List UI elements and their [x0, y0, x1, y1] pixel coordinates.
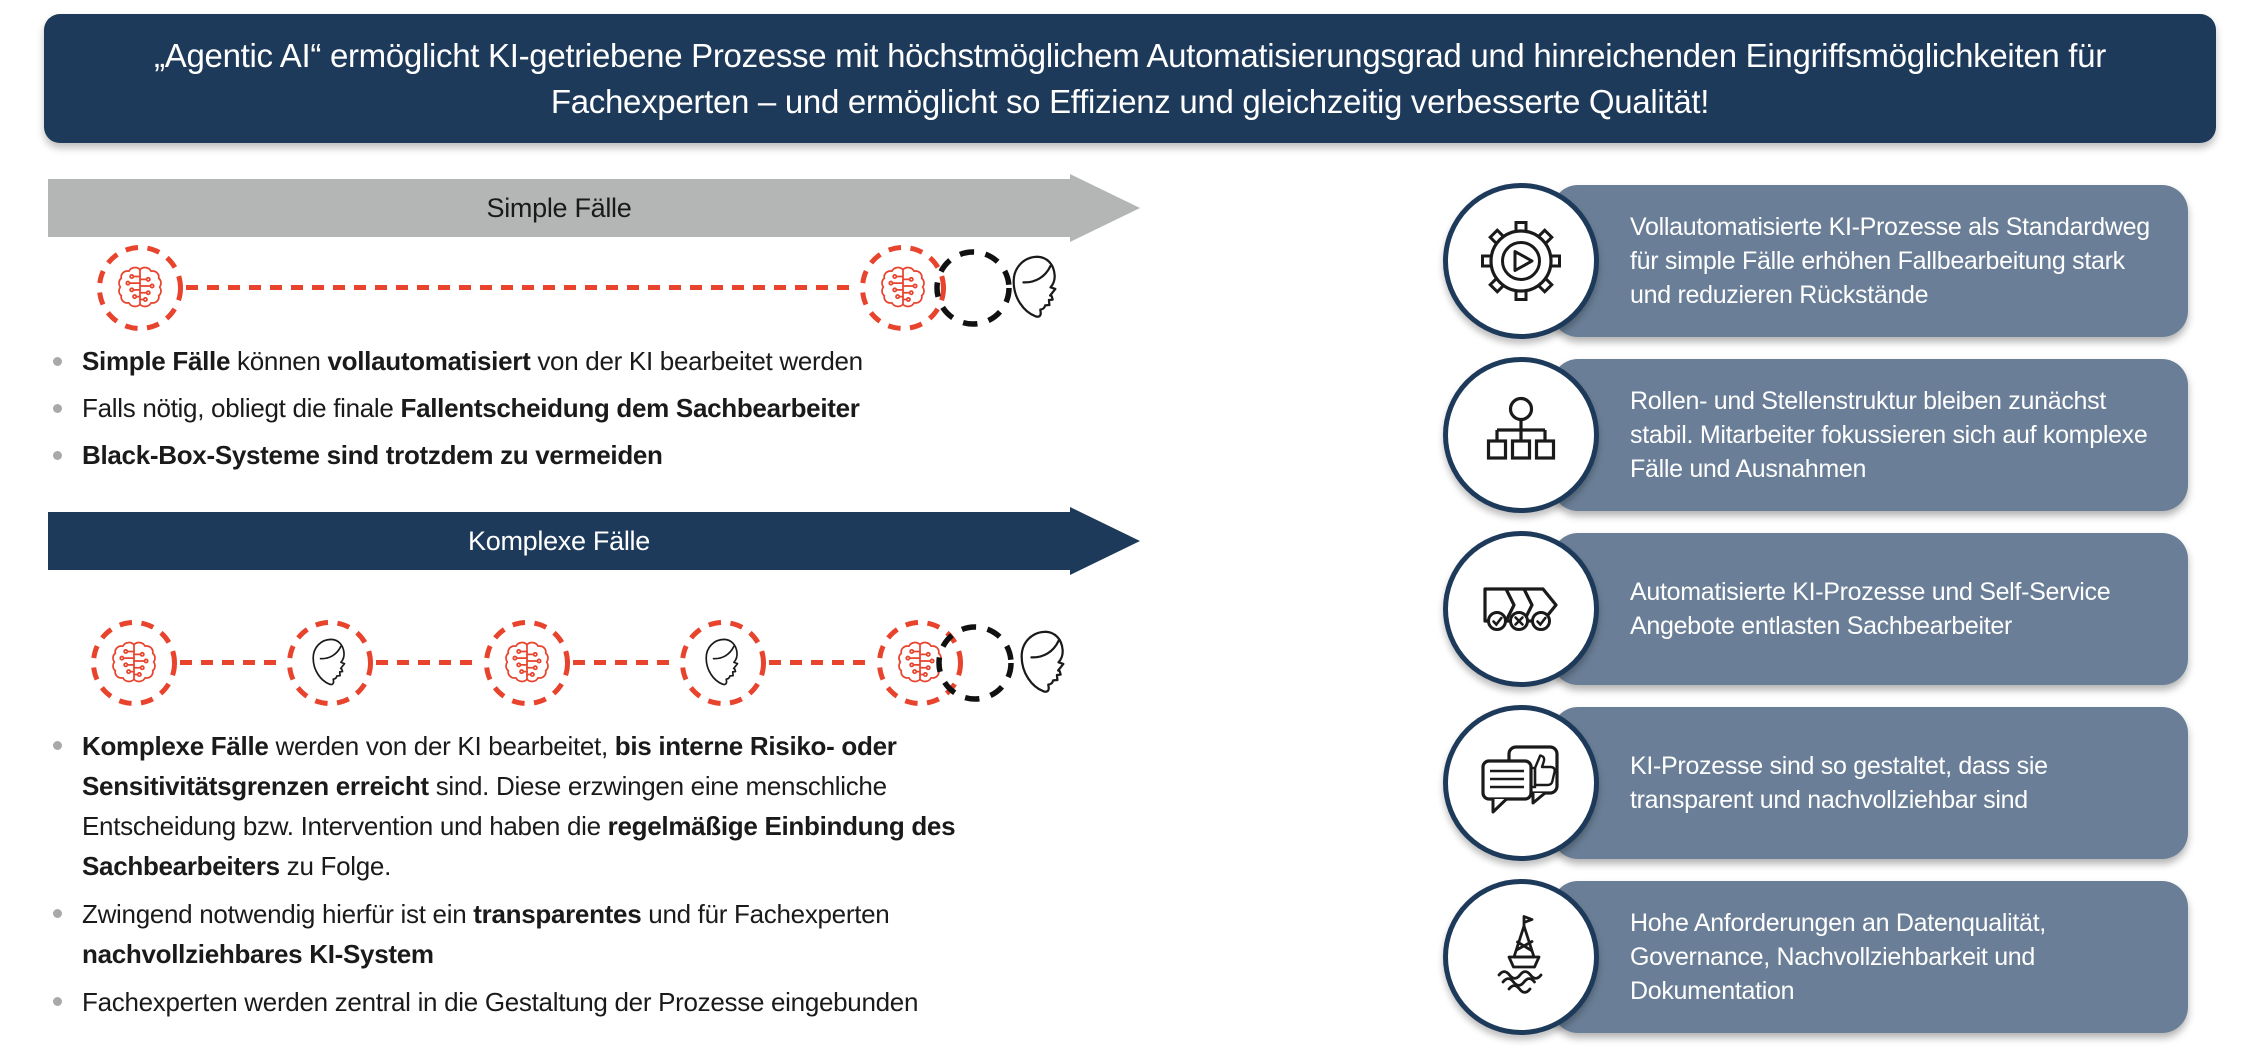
human-node [287, 620, 373, 706]
list-item: Komplexe Fälle werden von der KI bearbei… [50, 726, 1010, 886]
slide-title: „Agentic AI“ ermöglicht KI-getriebene Pr… [154, 36, 2106, 120]
bullet-text-segment: von der KI bearbeitet werden [530, 346, 863, 376]
bullet-list-komplex: Komplexe Fälle werden von der KI bearbei… [50, 726, 1010, 1030]
simple-arrow-body: Simple Fälle [48, 179, 1070, 237]
bullet-text-segment: regelmäßige Einbindung des Sachbearbeite… [82, 811, 956, 881]
card-text: Vollautomatisierte KI-Prozesse als Stand… [1630, 213, 2150, 309]
simple-arrow: Simple Fälle [48, 174, 1140, 242]
org-chart-icon [1473, 387, 1569, 483]
brain-icon [118, 266, 162, 308]
card-text: Automatisierte KI-Prozesse und Self-Serv… [1630, 578, 2111, 640]
bullet-text-segment: Zwingend notwendig hierfür ist ein [82, 899, 474, 929]
ai-node [860, 245, 946, 331]
list-item: Zwingend notwendig hierfür ist ein trans… [50, 894, 1010, 974]
card-icon-circle [1443, 705, 1599, 861]
card-icon-circle [1443, 531, 1599, 687]
bullet-list-simple: Simple Fälle können vollautomatisiert vo… [50, 338, 1110, 479]
card-text: Hohe Anforderungen an Datenqualität, Gov… [1630, 909, 2046, 1005]
bullet-text-segment: zu Folge. [279, 851, 392, 881]
bullet-text-segment: sind. Diese erzwingen eine menschliche E… [82, 771, 887, 841]
human-node [680, 620, 766, 706]
handoff-circle [934, 249, 1012, 327]
bullet-text-segment: Falls nötig, obliegt die finale [82, 393, 401, 423]
header-banner: „Agentic AI“ ermöglicht KI-getriebene Pr… [44, 14, 2216, 143]
list-item: Simple Fälle können vollautomatisiert vo… [50, 338, 1110, 385]
bullet-text-segment: transparentes [473, 899, 642, 929]
komplex-arrow-body: Komplexe Fälle [48, 512, 1070, 570]
benefit-card: Vollautomatisierte KI-Prozesse als Stand… [1552, 185, 2188, 337]
simple-arrow-label: Simple Fälle [486, 192, 632, 223]
ai-node [97, 245, 183, 331]
bullet-text-segment: Komplexe Fälle [82, 731, 269, 761]
list-item: Black-Box-Systeme sind trotzdem zu verme… [50, 432, 1110, 479]
ai-node [484, 620, 570, 706]
bullet-text-segment: Fallentscheidung dem Sachbearbeiter [400, 393, 860, 423]
benefit-card: Hohe Anforderungen an Datenqualität, Gov… [1552, 881, 2188, 1033]
head-icon [705, 638, 739, 686]
bullet-text-segment: Simple Fälle [82, 346, 231, 376]
handoff-circle [936, 624, 1014, 702]
buoy-icon [1473, 909, 1569, 1005]
head-icon [312, 638, 346, 686]
head-icon [1008, 254, 1064, 321]
chat-thumbs-up-icon [1473, 735, 1569, 831]
card-text: KI-Prozesse sind so gestaltet, dass sie … [1630, 752, 2048, 814]
process-train-icon [1473, 561, 1569, 657]
bullet-text-segment: vollautomatisiert [327, 346, 531, 376]
card-icon-circle [1443, 357, 1599, 513]
gear-play-icon [1473, 213, 1569, 309]
bullet-text-segment: Fachexperten werden zentral in die Gesta… [82, 987, 919, 1017]
connector-line [180, 660, 284, 665]
bullet-text-segment: und für Fachexperten [641, 899, 890, 929]
benefit-card: KI-Prozesse sind so gestaltet, dass sie … [1552, 707, 2188, 859]
card-icon-circle [1443, 183, 1599, 339]
komplex-arrow-label: Komplexe Fälle [468, 525, 650, 556]
brain-icon [881, 266, 925, 308]
bullet-text-segment: können [230, 346, 328, 376]
connector-line [186, 285, 854, 290]
list-item: Fachexperten werden zentral in die Gesta… [50, 982, 1010, 1022]
simple-arrowhead-icon [1070, 174, 1140, 242]
benefit-card: Rollen- und Stellenstruktur bleiben zunä… [1552, 359, 2188, 511]
benefit-card: Automatisierte KI-Prozesse und Self-Serv… [1552, 533, 2188, 685]
ai-node [91, 620, 177, 706]
card-text: Rollen- und Stellenstruktur bleiben zunä… [1630, 387, 2148, 483]
brain-icon [505, 641, 549, 683]
brain-icon [112, 641, 156, 683]
komplex-arrow: Komplexe Fälle [48, 507, 1140, 575]
connector-line [573, 660, 677, 665]
card-icon-circle [1443, 879, 1599, 1035]
connector-line [769, 660, 873, 665]
bullet-text-segment: bis interne Risiko- oder Sensitivitätsgr… [82, 731, 897, 801]
list-item: Falls nötig, obliegt die finale Fallents… [50, 385, 1110, 432]
ai-node [877, 620, 963, 706]
bullet-text-segment: werden von der KI bearbeitet, [268, 731, 615, 761]
bullet-text-segment: nachvollziehbares KI-System [82, 939, 434, 969]
bullet-text-segment: Black-Box-Systeme sind trotzdem zu verme… [82, 440, 663, 470]
head-icon [1016, 629, 1072, 696]
komplex-arrowhead-icon [1070, 507, 1140, 575]
connector-line [376, 660, 480, 665]
